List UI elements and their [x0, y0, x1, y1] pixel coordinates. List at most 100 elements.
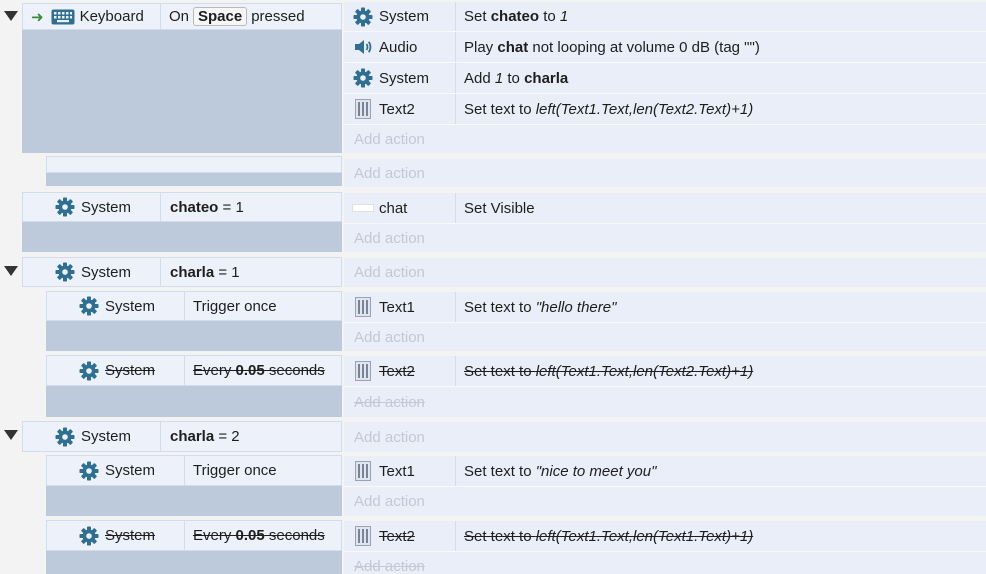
action-var: chat: [497, 38, 529, 56]
text-object-icon: [355, 99, 371, 119]
sub-event-condition[interactable]: System Trigger once: [46, 455, 342, 486]
condition-value: 0.05: [235, 362, 265, 379]
add-action-link[interactable]: Add action: [344, 258, 986, 287]
condition-text: seconds: [264, 527, 325, 544]
action-text: to: [539, 8, 560, 25]
action-object: Text1: [379, 298, 415, 316]
condition-object: Keyboard: [79, 8, 144, 25]
condition-object: System: [81, 263, 132, 281]
condition-object: System: [105, 462, 156, 479]
empty-condition[interactable]: [46, 156, 342, 173]
condition-var: chateo: [170, 198, 219, 216]
event-1-condition[interactable]: ➜ Keyboard On Space pressed: [22, 3, 342, 30]
gear-icon: [55, 262, 75, 282]
action-object: Text1: [379, 462, 415, 480]
condition-text: pressed: [251, 8, 305, 25]
collapse-toggle-event-3[interactable]: [4, 266, 18, 276]
collapse-toggle-event-1[interactable]: [4, 11, 18, 21]
condition-value: 0.05: [235, 527, 265, 544]
action-text: Set text to: [464, 462, 536, 480]
gear-icon: [79, 361, 99, 381]
action-text: Set text to: [464, 100, 536, 118]
add-action-link[interactable]: Add action: [344, 323, 986, 351]
add-action-link[interactable]: Add action: [344, 224, 986, 252]
action-row[interactable]: System Add 1 to charla: [344, 63, 986, 94]
condition-object: System: [81, 428, 132, 445]
action-row[interactable]: Text1 Set text to "nice to meet you": [344, 456, 986, 487]
action-value: 1: [494, 69, 504, 87]
keyboard-icon: [51, 9, 75, 25]
disabled-sub-event-condition[interactable]: System Every 0.05 seconds: [46, 520, 342, 551]
speaker-icon: [353, 37, 373, 57]
action-value: left(Text1.Text,len(Text2.Text)+1): [535, 362, 754, 380]
action-text: Play: [464, 38, 498, 56]
action-row[interactable]: chat Set Visible: [344, 193, 986, 224]
condition-text: Trigger once: [193, 297, 277, 315]
gear-icon: [79, 461, 99, 481]
action-value: 1: [559, 8, 569, 25]
gear-icon: [79, 296, 99, 316]
add-action-link[interactable]: Add action: [344, 159, 986, 187]
action-text: Set text to: [464, 527, 536, 545]
action-text: Set: [464, 8, 491, 25]
gear-icon: [55, 427, 75, 447]
gear-icon: [55, 197, 75, 217]
collapse-toggle-event-4[interactable]: [4, 430, 18, 440]
add-action-link[interactable]: Add action: [344, 487, 986, 516]
condition-object: System: [105, 362, 156, 379]
gear-icon: [79, 526, 99, 546]
text-object-icon: [355, 297, 371, 317]
action-object: Text2: [379, 100, 415, 118]
action-text: Add: [464, 69, 495, 87]
action-var: charla: [524, 69, 569, 87]
add-action-link[interactable]: Add action: [344, 552, 986, 574]
action-value: left(Text1.Text,len(Text2.Text)+1): [535, 100, 754, 118]
condition-text: Every: [193, 527, 236, 544]
action-text: not looping at volume 0 dB (tag ""): [528, 38, 760, 56]
action-row[interactable]: Text1 Set text to "hello there": [344, 292, 986, 323]
action-object: Text2: [379, 527, 415, 545]
condition-var: charla: [170, 428, 215, 445]
disabled-action-row[interactable]: Text2 Set text to left(Text1.Text,len(Te…: [344, 356, 986, 387]
action-value: "nice to meet you": [535, 462, 657, 480]
add-action-label: Add action: [354, 393, 425, 411]
action-text: Set text to: [464, 298, 536, 316]
text-object-icon: [355, 461, 371, 481]
gear-icon: [353, 68, 373, 88]
add-action-link[interactable]: Add action: [344, 422, 986, 452]
disabled-sub-event-condition[interactable]: System Every 0.05 seconds: [46, 355, 342, 386]
action-object: System: [379, 69, 430, 87]
action-object: Audio: [379, 38, 418, 56]
action-object: System: [379, 8, 430, 25]
text-object-icon: [355, 526, 371, 546]
gear-icon: [353, 7, 373, 27]
condition-text: Trigger once: [193, 462, 277, 479]
action-object: Text2: [379, 362, 415, 380]
sprite-thumbnail-icon: [352, 204, 374, 212]
event-4-condition[interactable]: System charla = 2: [22, 421, 342, 452]
action-row[interactable]: Audio Play chat not looping at volume 0 …: [344, 32, 986, 63]
add-action-link[interactable]: Add action: [344, 387, 986, 417]
add-action-link[interactable]: Add action: [344, 125, 986, 153]
condition-text: = 1: [218, 198, 244, 216]
action-text: to: [503, 69, 525, 87]
event-2-condition[interactable]: System chateo = 1: [22, 192, 342, 222]
action-row[interactable]: Text2 Set text to left(Text1.Text,len(Te…: [344, 94, 986, 125]
condition-object: System: [105, 297, 156, 315]
condition-var: charla: [170, 263, 215, 281]
event-3-condition[interactable]: System charla = 1: [22, 257, 342, 287]
text-object-icon: [355, 361, 371, 381]
condition-text: Every: [193, 362, 236, 379]
condition-text: = 2: [214, 428, 240, 445]
action-value: left(Text1.Text,len(Text1.Text)+1): [535, 527, 754, 545]
action-var: chateo: [490, 8, 540, 25]
action-text: Set text to: [464, 362, 536, 380]
disabled-action-row[interactable]: Text2 Set text to left(Text1.Text,len(Te…: [344, 521, 986, 552]
arrow-right-icon: ➜: [31, 8, 44, 26]
action-row[interactable]: System Set chateo to 1: [344, 2, 986, 32]
key-badge: Space: [193, 7, 248, 26]
condition-text: On: [169, 8, 190, 25]
condition-text: seconds: [264, 362, 325, 379]
sub-event-condition[interactable]: System Trigger once: [46, 291, 342, 321]
